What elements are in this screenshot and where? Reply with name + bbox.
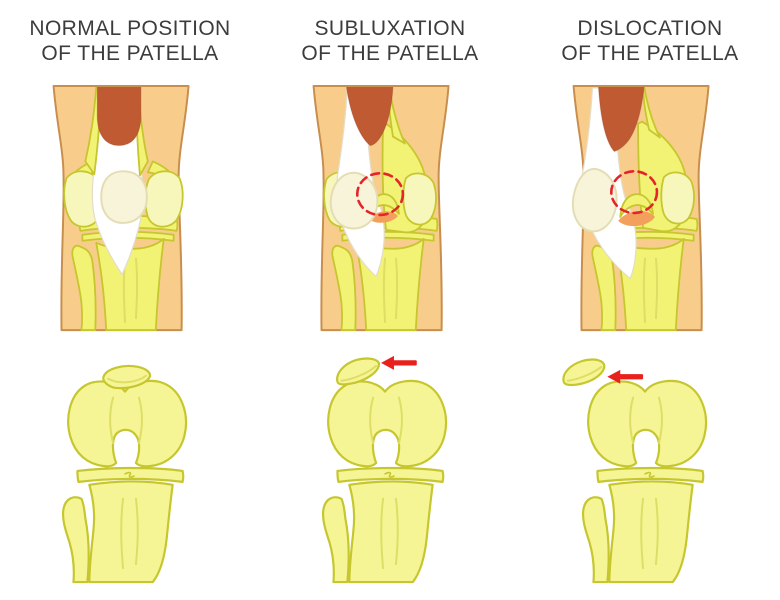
quadriceps-muscle-shape (96, 85, 142, 147)
subluxated-knee-axial-illustration (321, 355, 448, 584)
trochlear-groove-shape (619, 193, 654, 218)
trochlear-groove-highlight (369, 211, 398, 223)
lateral-condyle-shape (144, 170, 184, 228)
dislocated-knee-axial-illustration (562, 358, 708, 584)
title-line2: OF THE PATELLA (41, 42, 219, 66)
dashed-target-circle (355, 172, 405, 217)
title-line1: SUBLUXATION (314, 17, 466, 40)
dashed-target-circle (610, 170, 659, 215)
quadriceps-muscle-shape (345, 85, 394, 147)
subluxated-knee-front-illustration (312, 84, 450, 332)
normal-knee-front-illustration (52, 84, 190, 332)
patella-shape (329, 171, 379, 230)
panel-dislocation: DISLOCATION OF THE PATELLA (520, 0, 780, 600)
panel-title-subluxation: SUBLUXATION OF THE PATELLA (301, 16, 478, 82)
patella-shape (100, 170, 148, 224)
title-line2: OF THE PATELLA (301, 42, 479, 66)
patella-axial-shape (336, 357, 381, 386)
lateral-condyle-shape (402, 172, 437, 226)
left-arrow-icon (381, 355, 417, 370)
panel-title-dislocation: DISLOCATION OF THE PATELLA (561, 16, 738, 82)
panel-title-normal: NORMAL POSITION OF THE PATELLA (29, 16, 230, 82)
panel-subluxation: SUBLUXATION OF THE PATELLA (260, 0, 520, 600)
title-line1: DISLOCATION (577, 17, 723, 40)
title-line1: NORMAL POSITION (29, 17, 231, 40)
patella-axial-shape (562, 358, 606, 387)
dislocated-knee-front-illustration (571, 84, 710, 332)
trochlear-groove-highlight (618, 211, 655, 227)
patella-axial-shape (102, 364, 152, 390)
lateral-condyle-shape (660, 171, 695, 225)
title-line2: OF THE PATELLA (561, 42, 739, 66)
normal-knee-axial-illustration (61, 364, 188, 584)
patella-shape (571, 167, 618, 233)
panel-normal: NORMAL POSITION OF THE PATELLA (0, 0, 260, 600)
quadriceps-muscle-shape (597, 85, 645, 153)
